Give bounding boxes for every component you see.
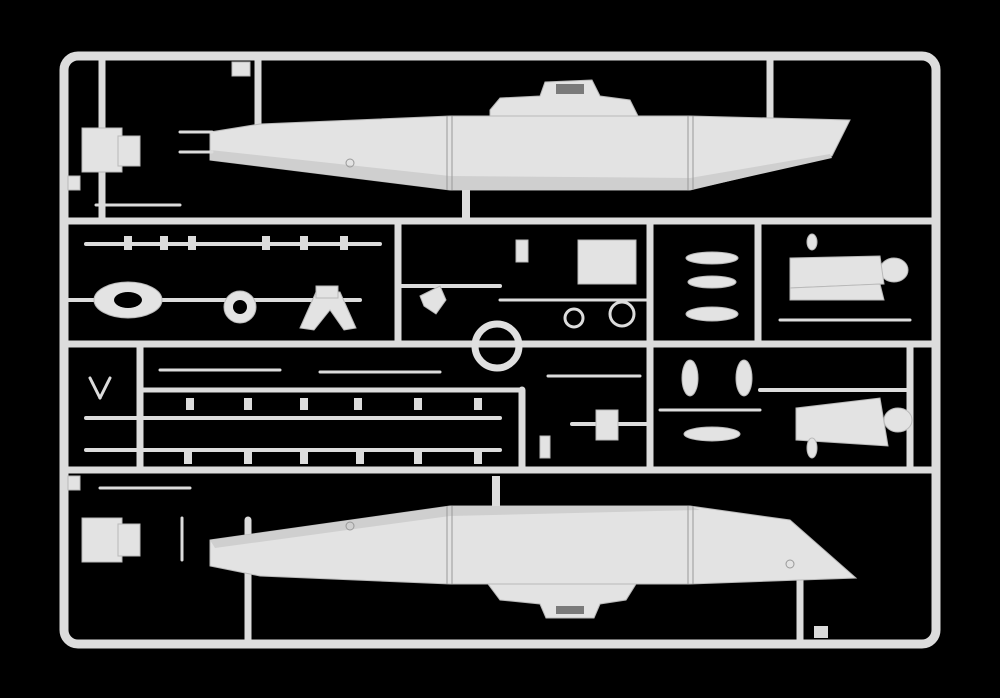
sprue-frame [59,51,941,649]
left-block-parts [67,61,251,563]
upper-hull-half [178,79,851,191]
lower-hull-half [180,505,858,619]
sprue-gates [124,190,828,638]
sprue-hub-ring [471,320,523,372]
small-parts-center-panel [419,239,637,459]
crew-figures [681,233,913,459]
small-parts-left-panel [88,281,357,400]
